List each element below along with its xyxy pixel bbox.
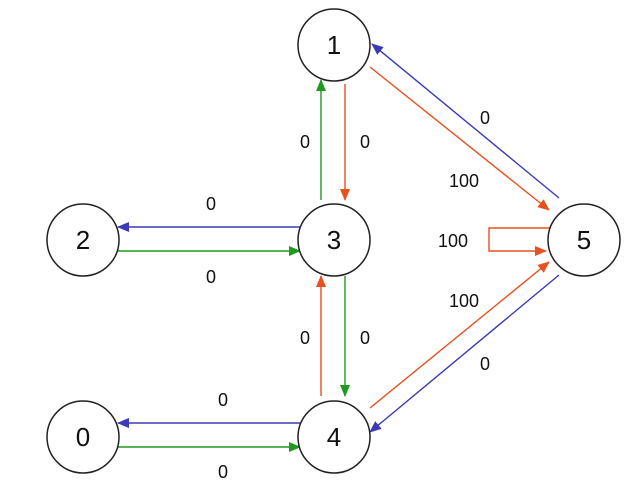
edge-label-4-to-0: 0 [218, 390, 228, 410]
edge-label-5-to-5: 100 [438, 231, 468, 251]
edge-label-3-to-1: 0 [300, 132, 310, 152]
edge-4-to-5 [369, 261, 550, 409]
edge-label-0-to-4: 0 [218, 462, 228, 482]
node-label-5: 5 [577, 225, 591, 255]
node-label-3: 3 [327, 225, 341, 255]
node-1: 1 [297, 8, 371, 82]
edge-5-to-5 [488, 227, 550, 256]
node-3: 3 [297, 203, 371, 277]
edge-label-5-to-1: 0 [480, 108, 490, 128]
edge-label-1-to-3: 0 [360, 132, 370, 152]
edge-5-to-1 [371, 43, 560, 199]
edge-1-to-5 [369, 66, 550, 211]
edge-label-3-to-4: 0 [360, 328, 370, 348]
edge-label-4-to-3: 0 [300, 328, 310, 348]
node-5: 5 [547, 203, 621, 277]
node-label-2: 2 [76, 225, 90, 255]
edge-label-2-to-3: 0 [206, 267, 216, 287]
node-label-1: 1 [327, 30, 341, 60]
node-0: 0 [46, 400, 120, 474]
edge-label-3-to-2: 0 [206, 194, 216, 214]
edge-label-1-to-5: 100 [449, 171, 479, 191]
edge-label-4-to-5: 100 [449, 291, 479, 311]
edge-label-5-to-4: 0 [480, 354, 490, 374]
edge-5-to-4 [369, 274, 560, 433]
node-label-4: 4 [327, 422, 341, 452]
node-label-0: 0 [76, 422, 90, 452]
node-2: 2 [46, 203, 120, 277]
node-4: 4 [297, 400, 371, 474]
